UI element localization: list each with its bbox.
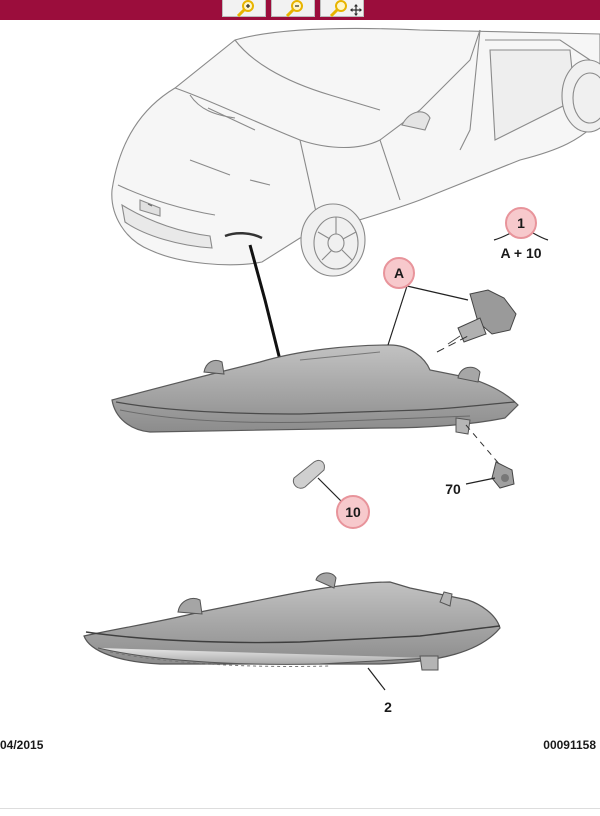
- parts-diagram: 1 A + 10 A 10 70 2: [83, 27, 600, 715]
- magnifier-minus-icon: [285, 0, 303, 17]
- magnifier-move-icon: [329, 0, 362, 17]
- footer-divider: [0, 808, 600, 809]
- lower-lamp-assembly: [83, 572, 501, 671]
- zoom-pan-button[interactable]: [320, 0, 364, 17]
- diagram-date: 04/2015: [0, 738, 44, 752]
- screw-part: [491, 461, 515, 489]
- svg-text:1: 1: [517, 215, 525, 231]
- callout-10: 10: [336, 495, 370, 529]
- bulb-holder: [447, 289, 517, 345]
- callout-A: A: [383, 257, 415, 289]
- callout-1: 1: [505, 207, 537, 239]
- svg-text:10: 10: [345, 504, 361, 520]
- top-toolbar: [0, 0, 600, 20]
- svg-text:A: A: [394, 265, 404, 281]
- diagram-reference: 00091158: [543, 738, 596, 752]
- formula-label: A + 10: [500, 245, 541, 261]
- bulb-capsule: [292, 459, 325, 489]
- car-illustration: [111, 27, 600, 277]
- zoom-in-button[interactable]: [222, 0, 266, 17]
- zoom-out-button[interactable]: [271, 0, 315, 17]
- upper-lamp-assembly: [111, 344, 519, 435]
- part-70-label: 70: [445, 481, 461, 497]
- part-2-label: 2: [384, 699, 392, 715]
- leader-line: [248, 244, 282, 361]
- magnifier-plus-icon: [236, 0, 254, 17]
